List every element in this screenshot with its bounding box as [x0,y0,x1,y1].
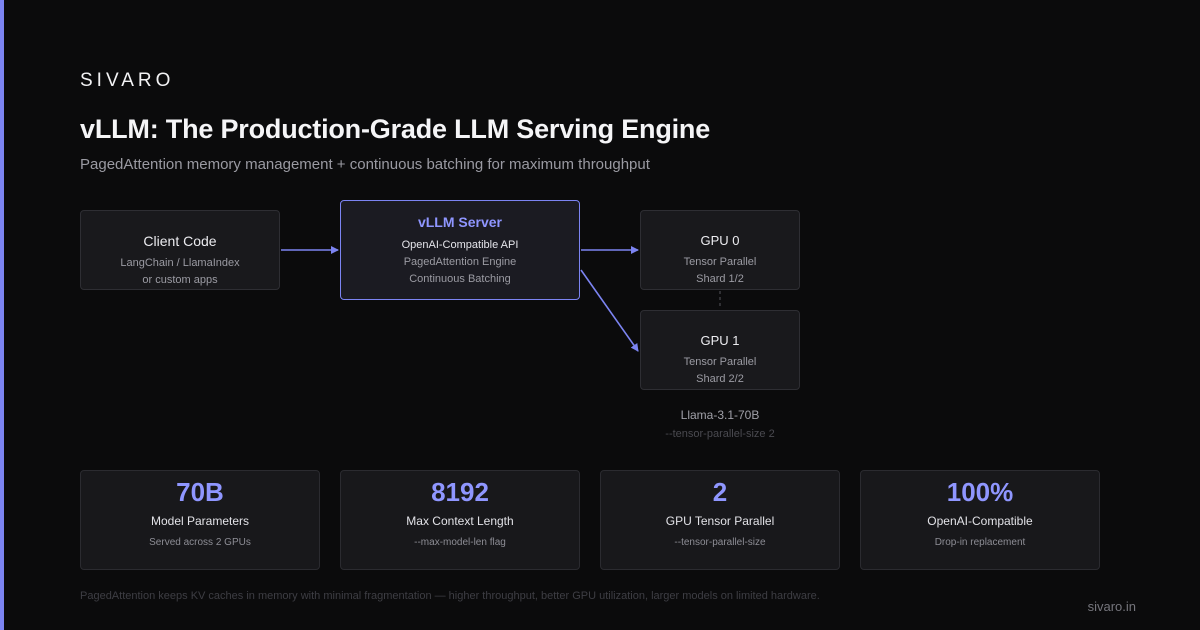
node-client-line: or custom apps [142,274,218,286]
stat-label: OpenAI-Compatible [927,514,1033,528]
cluster-model-name: Llama-3.1-70B [680,408,760,422]
node-server-title: vLLM Server [417,214,503,230]
stat-value: 100% [946,477,1014,507]
node-gpu-0: GPU 0 Tensor Parallel Shard 1/2 [640,210,800,290]
stat-detail: --tensor-parallel-size [674,537,766,548]
node-server-line: Continuous Batching [409,273,511,285]
node-gpu0-line: Tensor Parallel [683,256,757,268]
node-gpu-1: GPU 1 Tensor Parallel Shard 2/2 [640,310,800,390]
node-gpu1-title: GPU 1 [700,333,740,348]
page-subtitle: PagedAttention memory management + conti… [80,156,650,173]
stat-card-parameters: 70B Model Parameters Served across 2 GPU… [80,470,320,570]
footnote: PagedAttention keeps KV caches in memory… [80,590,820,602]
accent-bar [0,0,4,630]
stat-card-tensor-parallel: 2 GPU Tensor Parallel --tensor-parallel-… [600,470,840,570]
stat-value: 70B [176,477,224,507]
node-gpu1-line: Shard 2/2 [696,373,744,385]
node-gpu0-line: Shard 1/2 [696,273,744,285]
stat-label: Max Context Length [406,514,514,528]
footer-domain: sivaro.in [1087,599,1136,614]
stat-label: GPU Tensor Parallel [665,514,775,528]
node-vllm-server: vLLM Server OpenAI-Compatible API PagedA… [340,200,580,300]
node-client-code: Client Code LangChain / LlamaIndex or cu… [80,210,280,290]
stat-detail: --max-model-len flag [414,537,506,548]
node-gpu0-title: GPU 0 [700,233,740,248]
cluster-model-flag: --tensor-parallel-size 2 [665,428,775,440]
node-gpu1-line: Tensor Parallel [683,356,757,368]
stat-detail: Served across 2 GPUs [149,537,251,548]
stat-card-openai-compatible: 100% OpenAI-Compatible Drop-in replaceme… [860,470,1100,570]
stat-value: 2 [712,477,728,507]
edge-server-to-gpu1 [580,269,639,352]
node-client-line: LangChain / LlamaIndex [120,257,240,269]
page-title: vLLM: The Production-Grade LLM Serving E… [80,114,711,144]
node-client-title: Client Code [143,233,217,249]
stat-card-context-length: 8192 Max Context Length --max-model-len … [340,470,580,570]
stat-label: Model Parameters [150,514,250,528]
stat-value: 8192 [431,477,489,507]
stat-detail: Drop-in replacement [934,537,1026,548]
brand-logo: SIVARO [80,70,175,91]
node-server-line: PagedAttention Engine [403,256,517,268]
node-server-line: OpenAI-Compatible API [401,239,519,251]
